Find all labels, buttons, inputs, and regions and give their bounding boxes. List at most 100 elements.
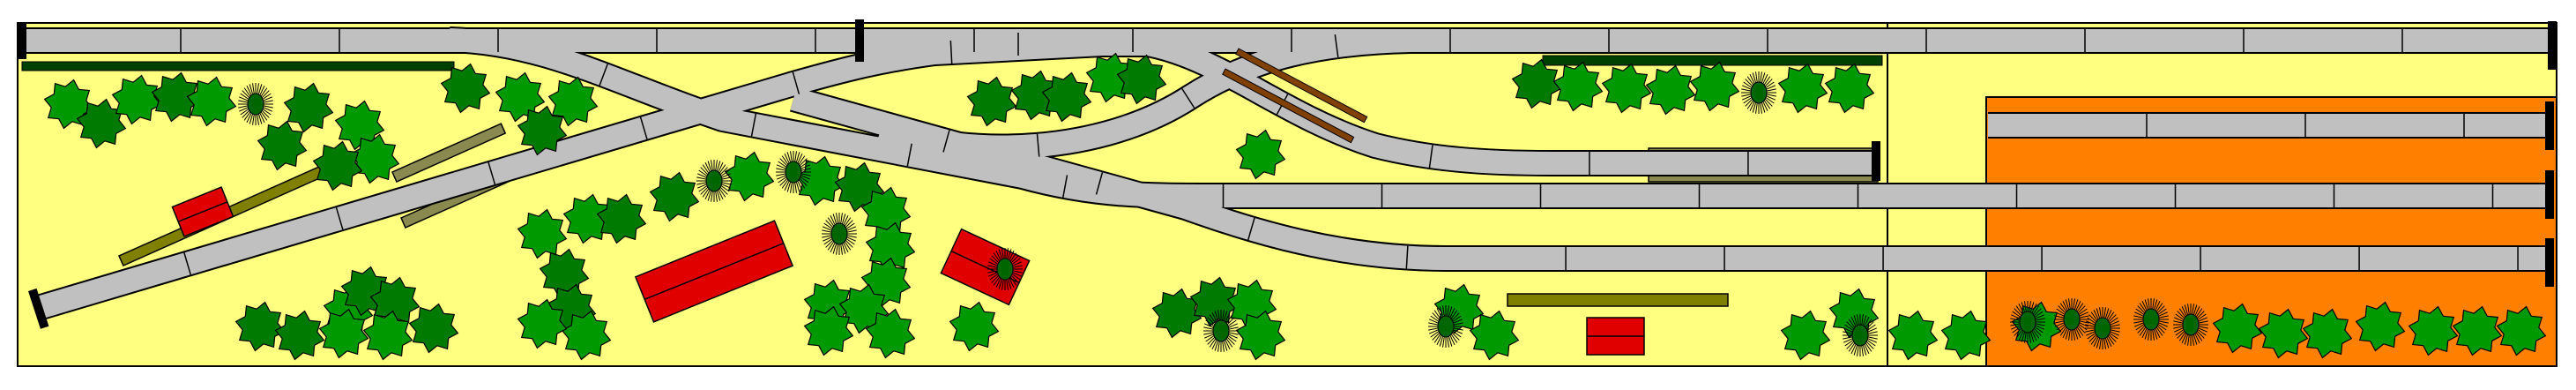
deciduous-tree-icon	[274, 310, 325, 361]
building	[634, 220, 794, 323]
conifer-crown	[2094, 317, 2111, 340]
track-joint	[1428, 145, 1433, 169]
deciduous-tree-icon	[1645, 64, 1696, 116]
track-joint	[1062, 175, 1068, 199]
deciduous-tree-icon	[151, 71, 202, 123]
conifer-crown	[830, 222, 848, 245]
conifer-tree-icon	[2173, 304, 2208, 346]
track-joint	[599, 64, 608, 86]
conifer-tree-icon	[2085, 307, 2120, 349]
track-section	[877, 29, 1411, 159]
deciduous-tree-icon	[2258, 308, 2309, 359]
deciduous-tree-icon	[1780, 310, 1831, 361]
conifer-crown	[2019, 311, 2036, 334]
buffer-stop-icon	[2548, 21, 2557, 70]
trees	[43, 52, 2547, 361]
deciduous-tree-icon	[440, 63, 491, 114]
buffer-stop-icon	[1872, 141, 1880, 181]
deciduous-tree-icon	[1041, 71, 1092, 123]
bridge-girder	[1235, 48, 1368, 124]
buffer-stop-icon	[2545, 101, 2554, 150]
deciduous-tree-icon	[2302, 308, 2353, 359]
deciduous-tree-icon	[362, 310, 413, 361]
conifer-crown	[1750, 81, 1768, 104]
conifer-tree-icon	[2054, 298, 2089, 341]
track-joint	[1405, 245, 1409, 269]
deciduous-tree-icon	[517, 105, 568, 156]
buffer-stop-icon	[855, 19, 864, 62]
deciduous-tree-icon	[596, 193, 647, 244]
conifer-tree-icon	[696, 160, 732, 202]
conifer-crown	[705, 169, 723, 192]
track-joint	[1181, 88, 1195, 109]
buffer-stop-icon	[27, 288, 49, 329]
bridge-girder	[1222, 68, 1355, 144]
conifer-crown	[1212, 319, 1230, 342]
buffer-stop-icon	[2545, 238, 2554, 287]
conifer-tree-icon	[1203, 310, 1239, 352]
deciduous-tree-icon	[649, 171, 700, 222]
deciduous-tree-icon	[517, 298, 568, 349]
buffer-stops	[18, 19, 2557, 329]
hedge-right	[1542, 55, 1883, 66]
deciduous-tree-icon	[369, 276, 421, 327]
deciduous-tree-icon	[724, 151, 775, 202]
deciduous-tree-icon	[2452, 305, 2503, 356]
deciduous-tree-icon	[803, 305, 854, 356]
track-joint	[1247, 217, 1255, 241]
track-joint	[488, 161, 496, 185]
track-joint	[183, 252, 191, 275]
deciduous-tree-icon	[517, 208, 568, 259]
deciduous-tree-icon	[547, 76, 599, 127]
conifer-crown	[2182, 313, 2200, 336]
deciduous-tree-icon	[76, 98, 127, 149]
conifer-tree-icon	[238, 83, 273, 125]
deciduous-tree-icon	[1552, 61, 1604, 112]
buffer-stop-icon	[18, 22, 26, 59]
deciduous-tree-icon	[186, 76, 237, 127]
track-joint	[1036, 133, 1040, 157]
track-joint	[949, 40, 953, 64]
tracks	[22, 26, 2552, 322]
deciduous-tree-icon	[1777, 63, 1828, 114]
roof-ridge	[177, 201, 228, 222]
track-section	[1135, 31, 1878, 175]
conifer-crown	[2063, 308, 2081, 331]
conifer-tree-icon	[1843, 314, 1878, 356]
deciduous-tree-icon	[865, 221, 916, 273]
conifer-crown	[996, 258, 1014, 281]
conifer-tree-icon	[987, 248, 1023, 290]
deciduous-tree-icon	[1116, 54, 1167, 105]
roof-ridge	[644, 242, 785, 301]
deciduous-tree-icon	[2408, 305, 2459, 356]
buffer-stop-icon	[2545, 170, 2554, 219]
conifer-crown	[785, 161, 802, 184]
conifer-tree-icon	[2133, 298, 2169, 341]
conifer-tree-icon	[1741, 71, 1776, 114]
deciduous-tree-icon	[235, 301, 286, 352]
conifer-crown	[1851, 324, 1869, 347]
track-section	[32, 33, 1103, 320]
deciduous-tree-icon	[1151, 288, 1202, 339]
track-section	[790, 87, 2552, 270]
deciduous-tree-icon	[1469, 310, 1520, 361]
track-joint	[792, 71, 800, 94]
deciduous-tree-icon	[312, 140, 363, 191]
deciduous-tree-icon	[1511, 58, 1562, 109]
conifer-tree-icon	[2010, 301, 2045, 343]
deciduous-tree-icon	[408, 303, 459, 354]
deciduous-tree-icon	[318, 308, 369, 359]
conifer-tree-icon	[1428, 305, 1463, 348]
track-joint	[1334, 34, 1339, 58]
deciduous-tree-icon	[283, 82, 334, 133]
conifer-tree-icon	[776, 151, 811, 193]
platform	[1507, 293, 1729, 307]
deciduous-tree-icon	[1689, 61, 1740, 112]
deciduous-tree-icon	[1887, 310, 1939, 361]
track-joint	[1095, 172, 1104, 195]
deciduous-tree-icon	[562, 193, 614, 244]
conifer-crown	[1437, 315, 1455, 338]
track-joint	[335, 206, 344, 230]
deciduous-tree-icon	[1601, 63, 1652, 114]
